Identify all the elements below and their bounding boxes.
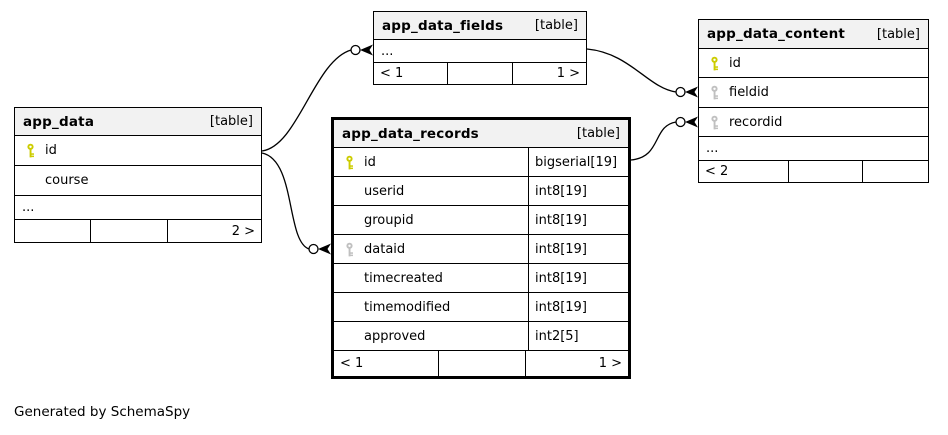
column-name: id <box>729 55 741 71</box>
column-name: approved <box>364 328 426 344</box>
column-type: int8[19] <box>528 177 628 205</box>
column-row-id[interactable]: id <box>15 135 261 165</box>
paging-row: < 2 <box>699 160 928 182</box>
column-type: bigserial[19] <box>528 148 628 176</box>
table-name[interactable]: app_data_records <box>342 125 479 142</box>
column-row-timecreated[interactable]: timecreated int8[19] <box>334 263 628 292</box>
foreign-key-icon <box>710 85 718 100</box>
ellipsis: ... <box>381 43 394 59</box>
edge-app_data_fields-to-app_data_content <box>586 48 698 98</box>
foreign-key-icon <box>710 115 718 129</box>
table-kind-label: [table] <box>209 114 253 129</box>
primary-key-icon <box>710 56 718 70</box>
column-row-fieldid[interactable]: fieldid <box>699 77 928 107</box>
column-name: timemodified <box>364 299 451 315</box>
table-name[interactable]: app_data_content <box>707 26 846 42</box>
column-name: timecreated <box>364 270 443 286</box>
zero-circle-marker <box>675 116 686 128</box>
column-name: fieldid <box>729 85 769 100</box>
column-name: userid <box>364 183 405 199</box>
schemaspy-credit: Generated by SchemaSpy <box>14 404 191 420</box>
column-row-approved[interactable]: approved int2[5] <box>334 321 628 350</box>
crow-foot-marker <box>685 86 698 98</box>
paging-left: < 1 <box>340 356 364 371</box>
paging-row: < 1 1 > <box>374 62 586 84</box>
foreign-key-icon <box>345 242 353 256</box>
table-name[interactable]: app_data_fields <box>382 17 504 34</box>
column-row-userid[interactable]: userid int8[19] <box>334 176 628 205</box>
column-type: int8[19] <box>528 264 628 292</box>
paging-right: 1 > <box>512 63 586 84</box>
columns-ellipsis-row: ... <box>374 39 586 62</box>
column-type: int8[19] <box>528 235 628 263</box>
primary-key-icon <box>26 143 34 158</box>
columns-ellipsis-row: ... <box>699 136 928 160</box>
column-row-timemodified[interactable]: timemodified int8[19] <box>334 292 628 321</box>
column-row-id[interactable]: id <box>699 48 928 77</box>
table-header[interactable]: app_data [table] <box>15 108 261 135</box>
column-row-course[interactable]: course <box>15 165 261 195</box>
paging-left: < 2 <box>705 164 729 179</box>
column-row-dataid[interactable]: dataid int8[19] <box>334 234 628 263</box>
table-app_data_content: app_data_content [table] id <box>698 19 929 183</box>
column-row-recordid[interactable]: recordid <box>699 107 928 136</box>
table-name[interactable]: app_data <box>23 113 95 130</box>
paging-middle <box>438 351 525 376</box>
zero-circle-marker <box>350 44 361 56</box>
paging-right <box>862 161 928 182</box>
table-app_data_records: app_data_records [table] id bigserial[19… <box>331 117 631 379</box>
table-header[interactable]: app_data_fields [table] <box>374 12 586 39</box>
column-row-id[interactable]: id bigserial[19] <box>334 147 628 176</box>
crow-foot-marker <box>360 44 373 56</box>
paging-left <box>15 220 90 242</box>
column-row-groupid[interactable]: groupid int8[19] <box>334 205 628 234</box>
column-name: dataid <box>364 241 406 257</box>
paging-row: < 1 1 > <box>334 350 628 376</box>
paging-middle <box>90 220 167 242</box>
column-type: int8[19] <box>528 206 628 234</box>
crow-foot-marker <box>318 243 331 255</box>
columns-ellipsis-row: ... <box>15 195 261 219</box>
edge-app_data-to-app_data_records <box>261 152 331 255</box>
table-kind-label: [table] <box>876 26 920 42</box>
zero-circle-marker <box>675 86 686 98</box>
column-name: groupid <box>364 212 414 228</box>
column-name: course <box>45 173 89 188</box>
paging-left: < 1 <box>380 66 404 81</box>
table-kind-label: [table] <box>576 126 620 141</box>
table-kind-label: [table] <box>534 18 578 33</box>
column-type: int8[19] <box>528 293 628 321</box>
paging-row: 2 > <box>15 219 261 242</box>
column-name: recordid <box>729 114 783 130</box>
table-app_data: app_data [table] id course <box>14 107 262 243</box>
paging-right: 1 > <box>525 351 628 376</box>
ellipsis: ... <box>22 200 35 215</box>
zero-circle-marker <box>308 243 319 255</box>
paging-middle <box>788 161 862 182</box>
ellipsis: ... <box>706 141 719 156</box>
table-app_data_fields: app_data_fields [table] ... < 1 1 > <box>373 11 587 85</box>
paging-middle <box>447 63 512 84</box>
column-type: int2[5] <box>528 322 628 350</box>
edge-app_data_records-to-app_data_content <box>630 116 698 161</box>
crow-foot-marker <box>685 116 698 128</box>
primary-key-icon <box>345 155 353 169</box>
column-name: id <box>364 154 376 170</box>
paging-right: 2 > <box>167 220 261 242</box>
table-header[interactable]: app_data_records [table] <box>334 120 628 147</box>
table-header[interactable]: app_data_content [table] <box>699 20 928 48</box>
column-name: id <box>45 143 57 158</box>
